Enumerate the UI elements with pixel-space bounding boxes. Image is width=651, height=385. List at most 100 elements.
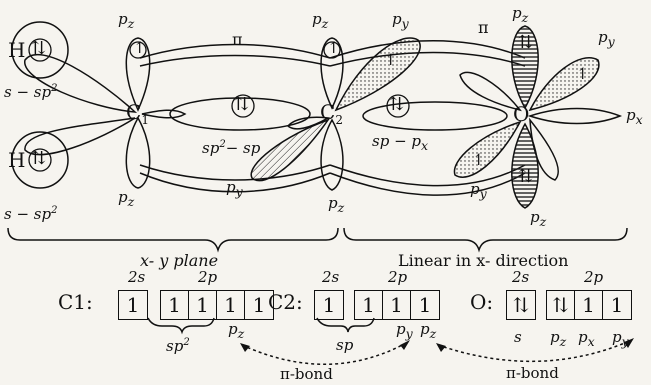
- o-lobe-bottom-right: [529, 117, 559, 181]
- pi-band-top-left: [139, 43, 331, 59]
- c2-py-bottom: [250, 118, 330, 182]
- c1-pz-top-label: pz: [118, 10, 135, 31]
- o-py-top: [528, 57, 600, 112]
- config-c2-free-z: pz: [420, 320, 437, 341]
- c2-pz-electron: ↿: [327, 38, 341, 57]
- cell: 1: [355, 291, 383, 319]
- o-py-top-label: py: [598, 28, 615, 49]
- o-px-label: px: [626, 106, 643, 127]
- cell: 1: [383, 291, 411, 319]
- config-c1-hybrid: sp2: [166, 337, 190, 355]
- s-sp2-top-label: s − sp2: [4, 83, 58, 101]
- cell: 1: [322, 293, 336, 317]
- cell: 1: [161, 291, 189, 319]
- h-bottom-electron: ⇅: [31, 148, 47, 169]
- config-o-s: s: [514, 328, 522, 346]
- o-lobe-top-left: [459, 71, 522, 112]
- cell: 1: [189, 291, 217, 319]
- o-label: O: [513, 102, 530, 126]
- cell: 1: [252, 293, 266, 317]
- c2-py-top-label: py: [392, 10, 409, 31]
- o-py-bottom-label: py: [470, 180, 487, 201]
- c1-pz-electron: ↿: [133, 38, 147, 57]
- config-c2-s-box: 1: [314, 290, 344, 320]
- h-bottom-label: H: [8, 148, 26, 172]
- c2-o-sigma-electron: ⇅: [389, 94, 405, 115]
- c1-sp2-top: [24, 54, 138, 113]
- o-py-bottom-electron: ↿: [472, 150, 486, 169]
- config-o-px: px: [578, 328, 595, 349]
- c1-c2-sigma: [169, 97, 311, 131]
- config-o-pz: pz: [550, 328, 567, 349]
- c2-pz-bottom: [320, 118, 344, 191]
- pi-label-left: π: [232, 30, 243, 49]
- config-o-label: O:: [470, 290, 494, 314]
- cell: ⇅: [512, 293, 530, 317]
- c2-o-sigma: [362, 101, 508, 131]
- c1-c2-sigma-electron: ⇅: [234, 94, 250, 115]
- brace-sp: [316, 317, 375, 333]
- plane-right-label: Linear in x- direction: [398, 251, 569, 270]
- cell: 1: [610, 293, 624, 317]
- sp2-sp-label: sp2− sp: [202, 139, 261, 157]
- o-pz-bottom-label: pz: [530, 208, 547, 229]
- o-py-bottom: [453, 120, 522, 178]
- plane-left-label: x- y plane: [140, 251, 219, 270]
- c1-pz-bottom-label: pz: [118, 188, 135, 209]
- c2-py-top: [334, 37, 421, 112]
- brace-sp2: [147, 317, 215, 335]
- c2-py-bottom-label: py: [226, 178, 243, 199]
- c2-label: C2: [320, 100, 343, 127]
- config-c1-2p: 2p: [198, 268, 218, 286]
- o-pz-bottom-electron: ⇅: [518, 166, 534, 187]
- c1-small-lobe: [141, 109, 187, 119]
- brace-right: [343, 227, 628, 253]
- o-py-electron: ↿: [576, 64, 590, 83]
- config-c2-2p: 2p: [388, 268, 408, 286]
- c1-pz-bottom: [125, 116, 151, 189]
- config-o-p-box: ⇅ 1 1: [546, 290, 632, 320]
- pi-bond-right: π-bond: [506, 364, 559, 382]
- o-px-right: [527, 107, 623, 125]
- o-pz-top-label: pz: [512, 4, 529, 25]
- config-o-py: py: [612, 328, 629, 349]
- c2-pz-top: [320, 37, 344, 110]
- config-c1-free: pz: [228, 320, 245, 341]
- pi-band-top-right: [329, 40, 526, 59]
- config-c2-label: C2:: [268, 290, 303, 314]
- config-c1-s-box: 1: [118, 290, 148, 320]
- c1-sp2-bottom: [24, 117, 136, 156]
- config-o-s-box: ⇅: [506, 290, 536, 320]
- pi-label-right: π: [478, 18, 489, 37]
- cell: ⇅: [547, 291, 575, 319]
- cell: 1: [217, 291, 245, 319]
- s-sp2-bottom-label: s − sp2: [4, 205, 58, 223]
- o-pz-top-electron: ⇅: [518, 32, 534, 53]
- h-bottom-sphere: [11, 131, 69, 189]
- c1-label: C1: [126, 100, 149, 127]
- config-c1-label: C1:: [58, 290, 93, 314]
- cell: 1: [126, 293, 140, 317]
- config-c2-hybrid: sp: [336, 336, 354, 354]
- h-top-sphere: [11, 21, 69, 79]
- h-top-label: H: [8, 38, 26, 62]
- c2-pz-top-label: pz: [312, 10, 329, 31]
- c2-small-lobe: [286, 116, 331, 130]
- c1-pz-top: [125, 37, 151, 112]
- brace-left: [7, 227, 339, 253]
- c2-pz-bottom-label: pz: [328, 194, 345, 215]
- config-c2-free-y: py: [396, 320, 413, 341]
- cell: 1: [575, 291, 603, 319]
- pi-arc-right: [437, 339, 633, 363]
- pi-bond-left: π-bond: [280, 365, 333, 383]
- h-top-electron: ⇅: [31, 38, 47, 59]
- sp-px-label: sp − px: [372, 132, 429, 153]
- config-c2-2s: 2s: [322, 268, 340, 286]
- config-c2-p-box: 1 1 1: [354, 290, 440, 320]
- config-c1-2s: 2s: [128, 268, 146, 286]
- c2-py-electron: ↿: [384, 50, 398, 69]
- config-o-2p: 2p: [584, 268, 604, 286]
- config-c1-p-box: 1 1 1 1: [160, 290, 274, 320]
